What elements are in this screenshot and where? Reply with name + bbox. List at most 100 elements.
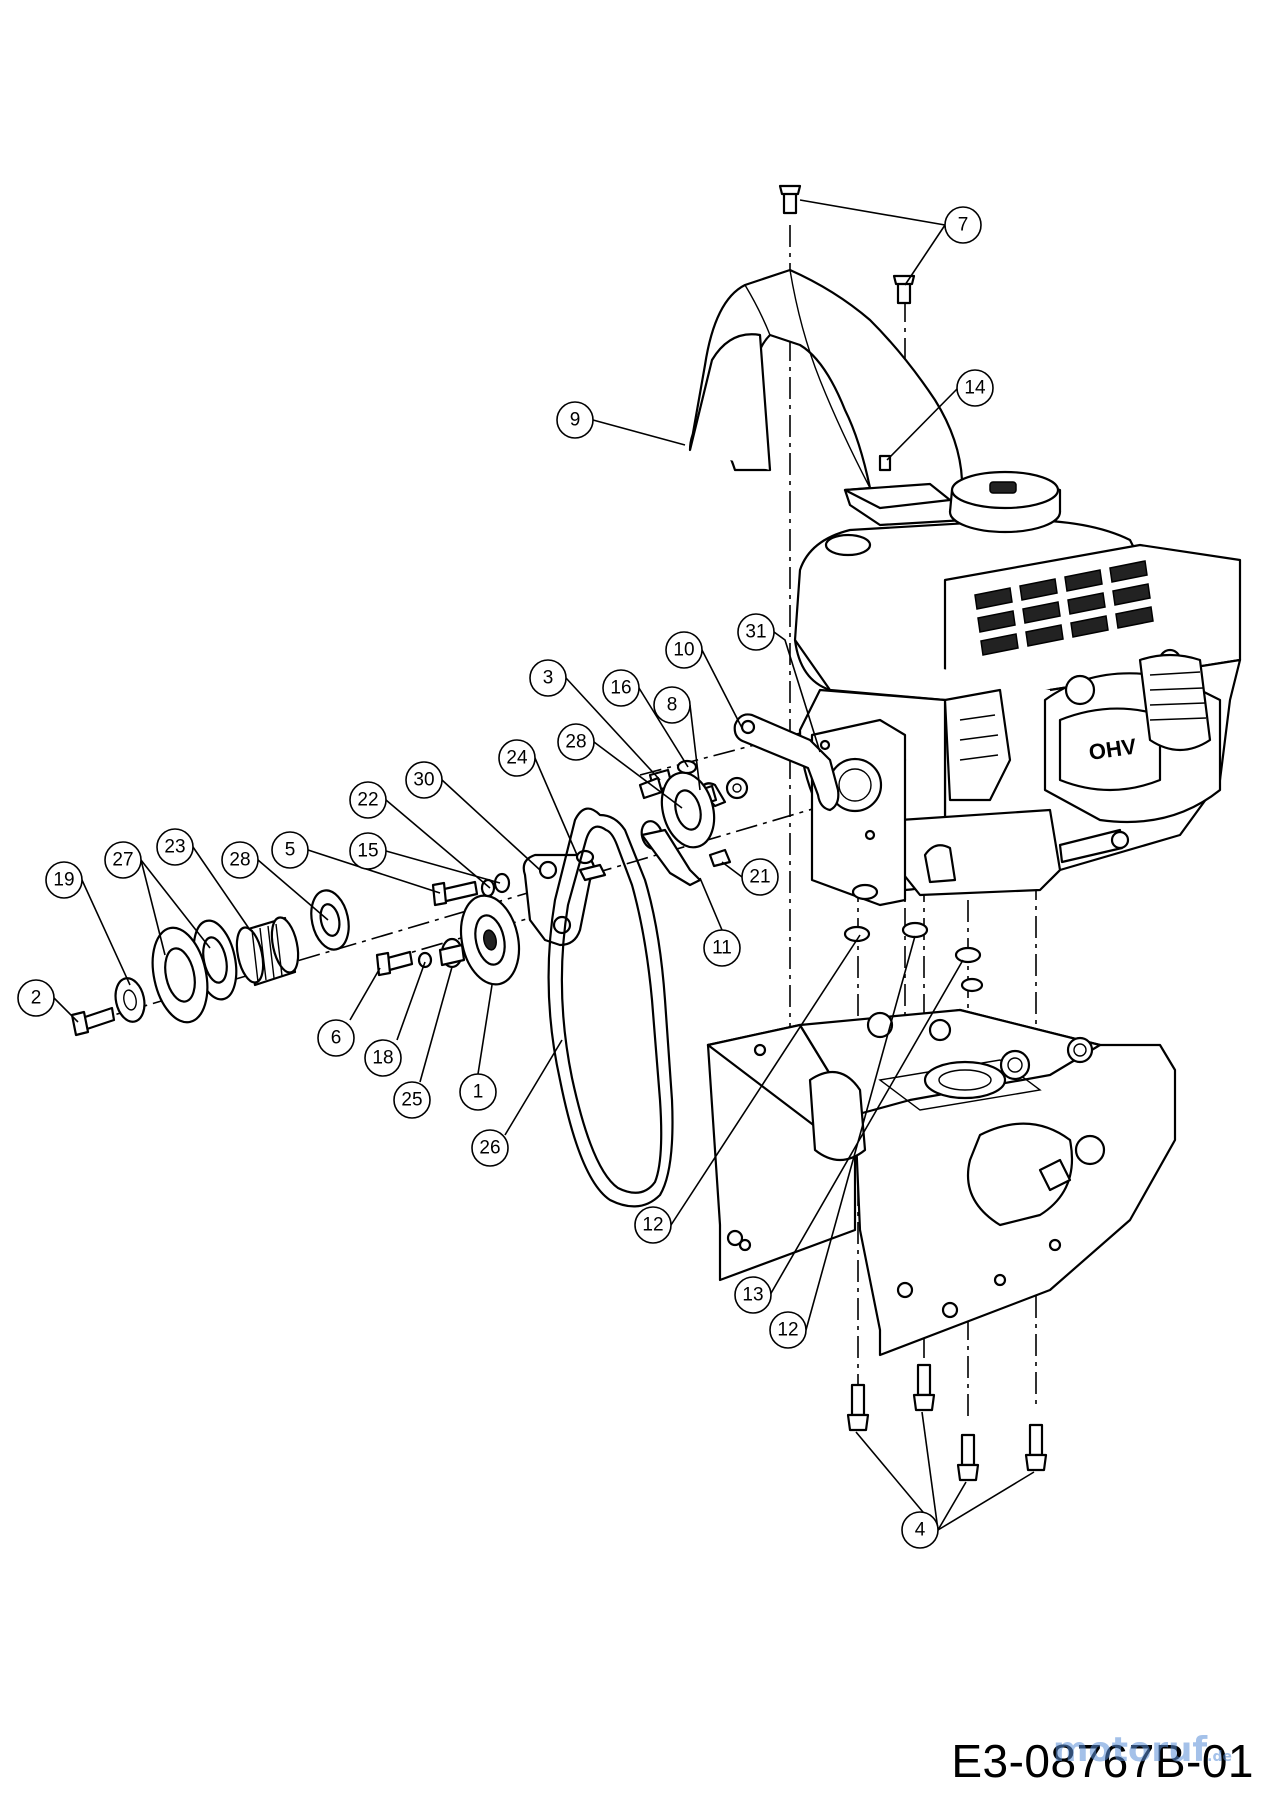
v-belt bbox=[547, 807, 674, 1208]
callout-circle bbox=[17, 979, 55, 1017]
leader-lines bbox=[53, 199, 1035, 1531]
callout-c10: 10 bbox=[665, 631, 703, 669]
bearing-stack bbox=[70, 889, 350, 1037]
callout-c15: 15 bbox=[349, 832, 387, 870]
callout-c6: 6 bbox=[317, 1019, 355, 1057]
callout-c21: 21 bbox=[741, 858, 779, 896]
callout-circle bbox=[104, 841, 142, 879]
callout-number: 22 bbox=[357, 790, 378, 811]
callout-number: 27 bbox=[112, 850, 133, 871]
callout-circle bbox=[634, 1206, 672, 1244]
callout-c23: 23 bbox=[156, 828, 194, 866]
frame bbox=[706, 1008, 1177, 1357]
bolt-washer-set bbox=[431, 872, 511, 907]
callout-number: 7 bbox=[958, 215, 969, 236]
callout-number: 23 bbox=[164, 837, 185, 858]
callout-c7: 7 bbox=[944, 206, 982, 244]
callout-circle bbox=[364, 1039, 402, 1077]
callout-circle bbox=[405, 761, 443, 799]
callout-circle bbox=[317, 1019, 355, 1057]
callout-circle bbox=[734, 1276, 772, 1314]
callout-circle bbox=[956, 369, 994, 407]
callout-number: 25 bbox=[401, 1090, 422, 1111]
callout-c28b: 28 bbox=[221, 841, 259, 879]
callout-number: 31 bbox=[745, 622, 766, 643]
callout-circle bbox=[556, 401, 594, 439]
callout-circle bbox=[349, 832, 387, 870]
callout-c8: 8 bbox=[653, 686, 691, 724]
callout-c31: 31 bbox=[737, 613, 775, 651]
callout-circle bbox=[221, 841, 259, 879]
callout-c5: 5 bbox=[271, 831, 309, 869]
callout-number: 30 bbox=[413, 770, 434, 791]
callout-circle bbox=[393, 1081, 431, 1119]
callout-number: 11 bbox=[712, 938, 732, 959]
callout-c18: 18 bbox=[364, 1039, 402, 1077]
mounting-bolts bbox=[846, 1363, 1048, 1482]
callout-c12b: 12 bbox=[769, 1311, 807, 1349]
callout-circle bbox=[156, 828, 194, 866]
callout-c25: 25 bbox=[393, 1081, 431, 1119]
callout-circle bbox=[459, 1073, 497, 1111]
callout-number: 2 bbox=[31, 988, 42, 1009]
callout-number: 5 bbox=[285, 840, 296, 861]
callout-c14: 14 bbox=[956, 369, 994, 407]
callout-c12a: 12 bbox=[634, 1206, 672, 1244]
callout-circle bbox=[703, 929, 741, 967]
callout-circle bbox=[271, 831, 309, 869]
callout-number: 13 bbox=[742, 1285, 763, 1306]
callout-c27: 27 bbox=[104, 841, 142, 879]
callout-circle bbox=[349, 781, 387, 819]
callout-c2: 2 bbox=[17, 979, 55, 1017]
engine-shroud bbox=[688, 268, 967, 527]
callout-c16: 16 bbox=[602, 669, 640, 707]
vent-grille bbox=[974, 560, 1154, 656]
watermark-logo: motoruf.de bbox=[1053, 1730, 1232, 1770]
callout-circle bbox=[557, 723, 595, 761]
callout-c22: 22 bbox=[349, 781, 387, 819]
callout-c11: 11 bbox=[703, 929, 741, 967]
callout-number: 16 bbox=[610, 678, 631, 699]
callout-number: 6 bbox=[331, 1028, 342, 1049]
callout-number: 12 bbox=[642, 1215, 663, 1236]
callout-number: 28 bbox=[565, 732, 586, 753]
callout-circle bbox=[498, 739, 536, 777]
callout-c3: 3 bbox=[529, 659, 567, 697]
callout-circle bbox=[529, 659, 567, 697]
callout-circle bbox=[769, 1311, 807, 1349]
callout-number: 28 bbox=[229, 850, 250, 871]
callout-number: 4 bbox=[915, 1520, 926, 1541]
callout-number: 15 bbox=[357, 841, 378, 862]
callout-circle bbox=[471, 1129, 509, 1167]
callout-number: 3 bbox=[543, 668, 554, 689]
callout-circle bbox=[665, 631, 703, 669]
idler-pulley bbox=[375, 894, 521, 986]
callout-number: 8 bbox=[667, 695, 678, 716]
callout-circle bbox=[653, 686, 691, 724]
shroud-bolts bbox=[778, 184, 916, 472]
callout-number: 12 bbox=[777, 1320, 798, 1341]
callout-c28a: 28 bbox=[557, 723, 595, 761]
mounting-plate bbox=[810, 718, 907, 907]
callout-c24: 24 bbox=[498, 739, 536, 777]
callout-circle bbox=[45, 861, 83, 899]
callout-number: 18 bbox=[372, 1048, 393, 1069]
callout-circle bbox=[741, 858, 779, 896]
callout-number: 19 bbox=[53, 870, 74, 891]
callout-number: 1 bbox=[473, 1082, 484, 1103]
callout-number: 26 bbox=[479, 1138, 500, 1159]
callout-c4: 4 bbox=[901, 1511, 939, 1549]
callout-c30: 30 bbox=[405, 761, 443, 799]
callout-circle bbox=[602, 669, 640, 707]
callout-number: 24 bbox=[506, 748, 528, 769]
callout-c19: 19 bbox=[45, 861, 83, 899]
callout-c13: 13 bbox=[734, 1276, 772, 1314]
callout-number: 21 bbox=[749, 867, 770, 888]
callout-c1: 1 bbox=[459, 1073, 497, 1111]
callout-number: 10 bbox=[673, 640, 694, 661]
callout-number: 14 bbox=[964, 378, 986, 399]
callout-circle bbox=[737, 613, 775, 651]
callout-c9: 9 bbox=[556, 401, 594, 439]
